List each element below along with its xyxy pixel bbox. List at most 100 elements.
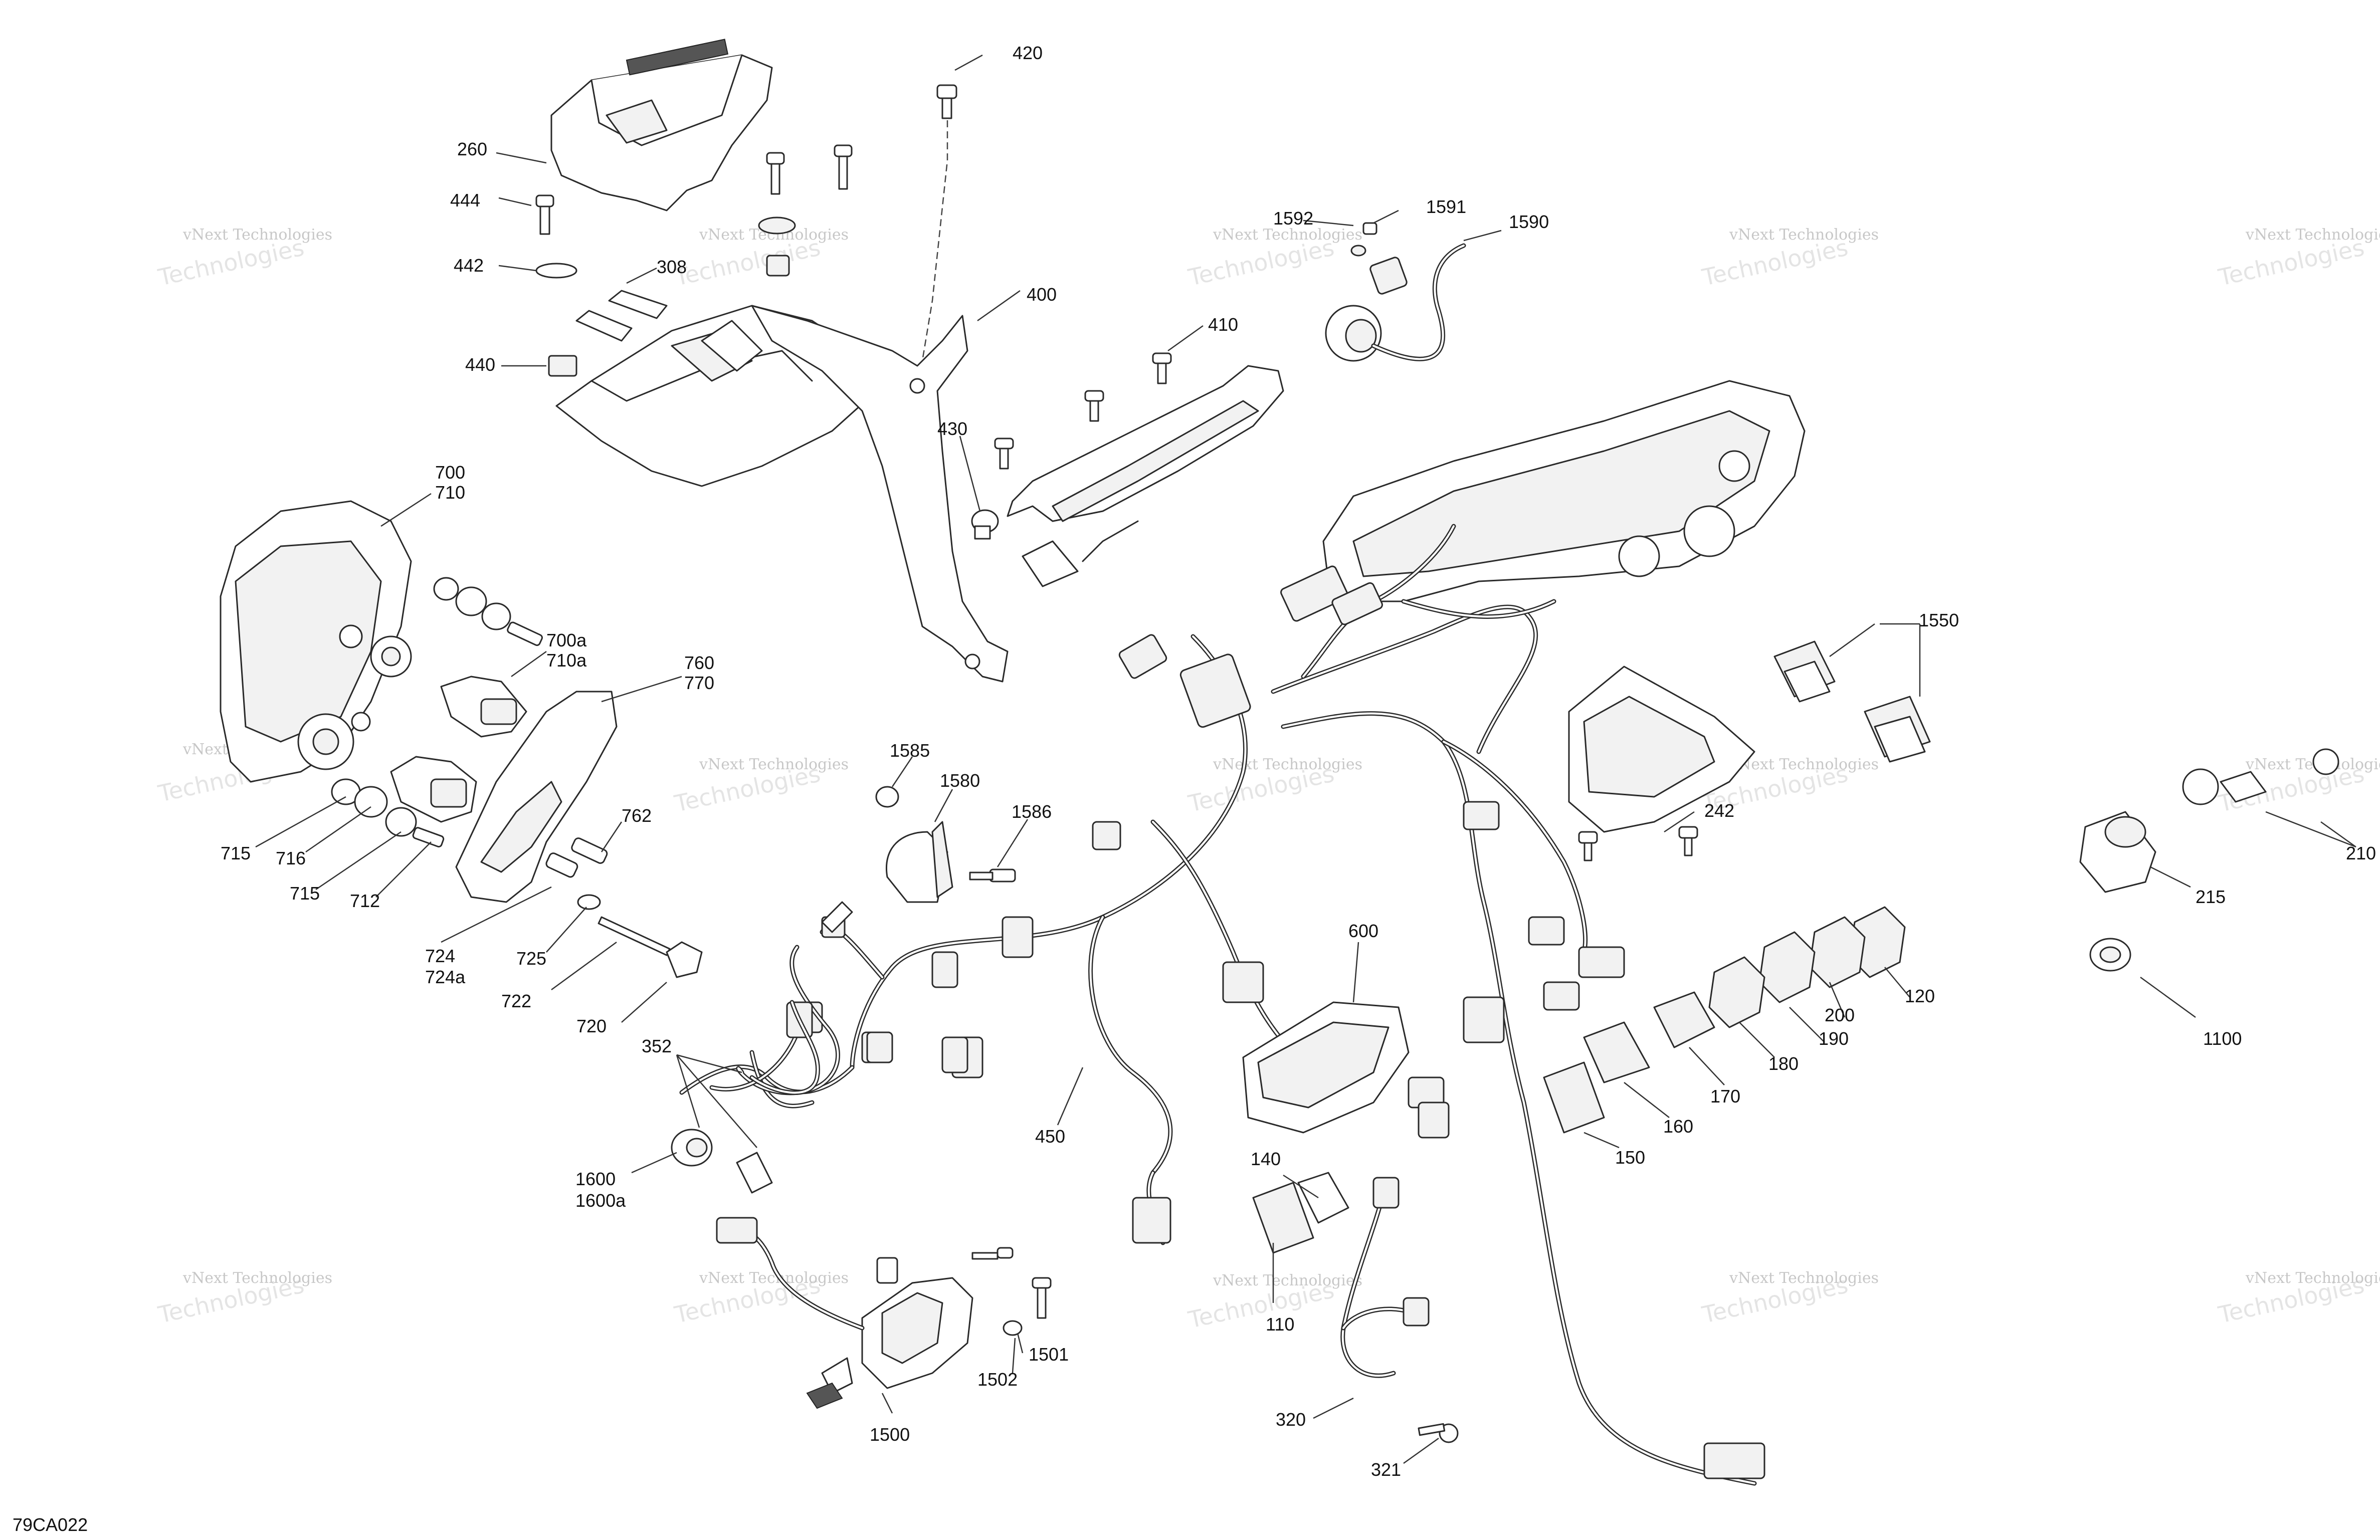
callout-722: 722	[501, 991, 531, 1011]
callout-1500: 1500	[870, 1424, 910, 1445]
callout-170: 170	[1710, 1086, 1740, 1107]
callout-715-b: 715	[290, 883, 320, 904]
cluster-frame	[1322, 380, 1806, 602]
callout-labels: 420 260 444 442 308 440 400 430 410 1592…	[221, 43, 2376, 1480]
switch-180	[1708, 956, 1765, 1028]
figure-code: 79CA022	[13, 1514, 88, 1535]
callout-210: 210	[2346, 843, 2376, 863]
adjuster-720	[545, 837, 703, 978]
callout-700a: 700a	[546, 630, 587, 650]
watermark-bc: vNext Technologies Technologies	[672, 1269, 849, 1329]
switch-160	[1583, 1021, 1650, 1083]
screw-1500-top	[971, 1247, 1014, 1260]
callout-321: 321	[1371, 1459, 1401, 1480]
callout-110: 110	[1266, 1314, 1294, 1335]
watermark-text: vNext Technologies	[182, 226, 332, 244]
watermark-tl: vNext Technologies Technologies	[155, 226, 332, 291]
grommet-430	[971, 509, 999, 540]
sensor-1590	[1325, 222, 1466, 362]
callout-1501: 1501	[1029, 1344, 1069, 1365]
switch-150	[1543, 1061, 1605, 1134]
headlight-adjusters	[331, 577, 543, 848]
watermark-trr: vNext Technologies Technologies	[2216, 226, 2380, 291]
screw-1501	[1032, 1277, 1052, 1319]
callout-352: 352	[642, 1036, 672, 1056]
callout-1590: 1590	[1509, 211, 1549, 232]
callout-160: 160	[1663, 1116, 1693, 1137]
watermark-bl: vNext Technologies Technologies	[155, 1269, 332, 1329]
nut-1585	[875, 786, 899, 808]
washer-1502	[1003, 1320, 1023, 1336]
callout-420: 420	[1013, 43, 1043, 63]
callout-725: 725	[516, 948, 546, 969]
watermark-tc: vNext Technologies Technologies	[672, 226, 849, 291]
screw-top-mid-2	[834, 144, 853, 190]
callout-1600: 1600	[575, 1169, 616, 1189]
switch-170	[1653, 991, 1715, 1048]
callout-724: 724	[425, 946, 455, 966]
gauge-600	[1242, 1001, 1410, 1134]
headlight-700	[220, 500, 412, 783]
callout-1591: 1591	[1426, 196, 1466, 217]
watermark-mm: vNext Technologies Technologies	[1185, 756, 1362, 817]
callout-308: 308	[657, 257, 687, 277]
callout-716: 716	[276, 848, 306, 868]
horn-1580	[875, 786, 1016, 903]
callout-712: 712	[350, 891, 380, 911]
key-switch-1100	[2089, 938, 2131, 972]
switch-140	[1297, 1172, 1349, 1224]
switch-110	[1252, 1182, 1314, 1254]
callout-1100: 1100	[2203, 1028, 2242, 1049]
watermark-text: vNext Technologies	[1213, 226, 1362, 244]
callout-430: 430	[937, 418, 967, 439]
watermark-br: vNext Technologies Technologies	[1699, 1269, 1879, 1329]
callout-320: 320	[1276, 1409, 1306, 1430]
callout-770: 770	[684, 673, 714, 693]
callout-140: 140	[1251, 1149, 1281, 1169]
callout-1600a: 1600a	[575, 1190, 626, 1211]
callout-444: 444	[450, 190, 480, 210]
bulb-700a	[440, 676, 527, 738]
fusebox-242	[1568, 666, 1755, 861]
callout-1550: 1550	[1919, 610, 1959, 630]
harness-1600	[671, 1000, 820, 1194]
harness-352	[709, 901, 968, 1095]
callout-760: 760	[684, 652, 714, 673]
screw-321	[1418, 1423, 1459, 1443]
bracket-400	[751, 305, 1009, 683]
watermark-text: vNext Technologies	[1213, 756, 1362, 773]
cover-260	[550, 39, 773, 211]
fasteners-top-left	[535, 84, 957, 377]
harness-connectors	[791, 565, 1765, 1479]
bracket-760	[455, 691, 618, 903]
panel-410	[971, 352, 1284, 587]
callout-442: 442	[454, 255, 484, 276]
callout-215: 215	[2196, 887, 2226, 907]
callout-120: 120	[1905, 986, 1935, 1006]
bulb-712	[390, 756, 477, 823]
main-harness	[679, 524, 1757, 1486]
callout-400: 400	[1027, 284, 1057, 305]
screw-410-b	[1084, 390, 1104, 422]
callout-710a: 710a	[546, 650, 587, 671]
screw-410-c	[994, 437, 1014, 470]
callout-600: 600	[1348, 921, 1378, 941]
screw-242-a	[1578, 831, 1598, 861]
watermark-text: vNext Technologies	[1729, 756, 1879, 773]
watermark-text: vNext Technologies	[1213, 1272, 1362, 1289]
callout-242: 242	[1704, 800, 1734, 821]
callout-720: 720	[576, 1016, 607, 1036]
socket-215	[2079, 811, 2156, 893]
watermark-text: vNext Technologies	[182, 1269, 332, 1287]
switch-1500	[716, 1217, 1052, 1409]
watermark-mc: vNext Technologies Technologies	[672, 756, 849, 817]
callout-1586: 1586	[1012, 801, 1052, 822]
relays-1550	[1773, 640, 1931, 763]
switches-row	[1252, 906, 1906, 1254]
callout-762: 762	[622, 805, 652, 826]
callout-715-a: 715	[221, 843, 251, 863]
callout-260: 260	[457, 139, 487, 159]
callout-190: 190	[1819, 1028, 1849, 1049]
harness-320	[1340, 1177, 1459, 1443]
